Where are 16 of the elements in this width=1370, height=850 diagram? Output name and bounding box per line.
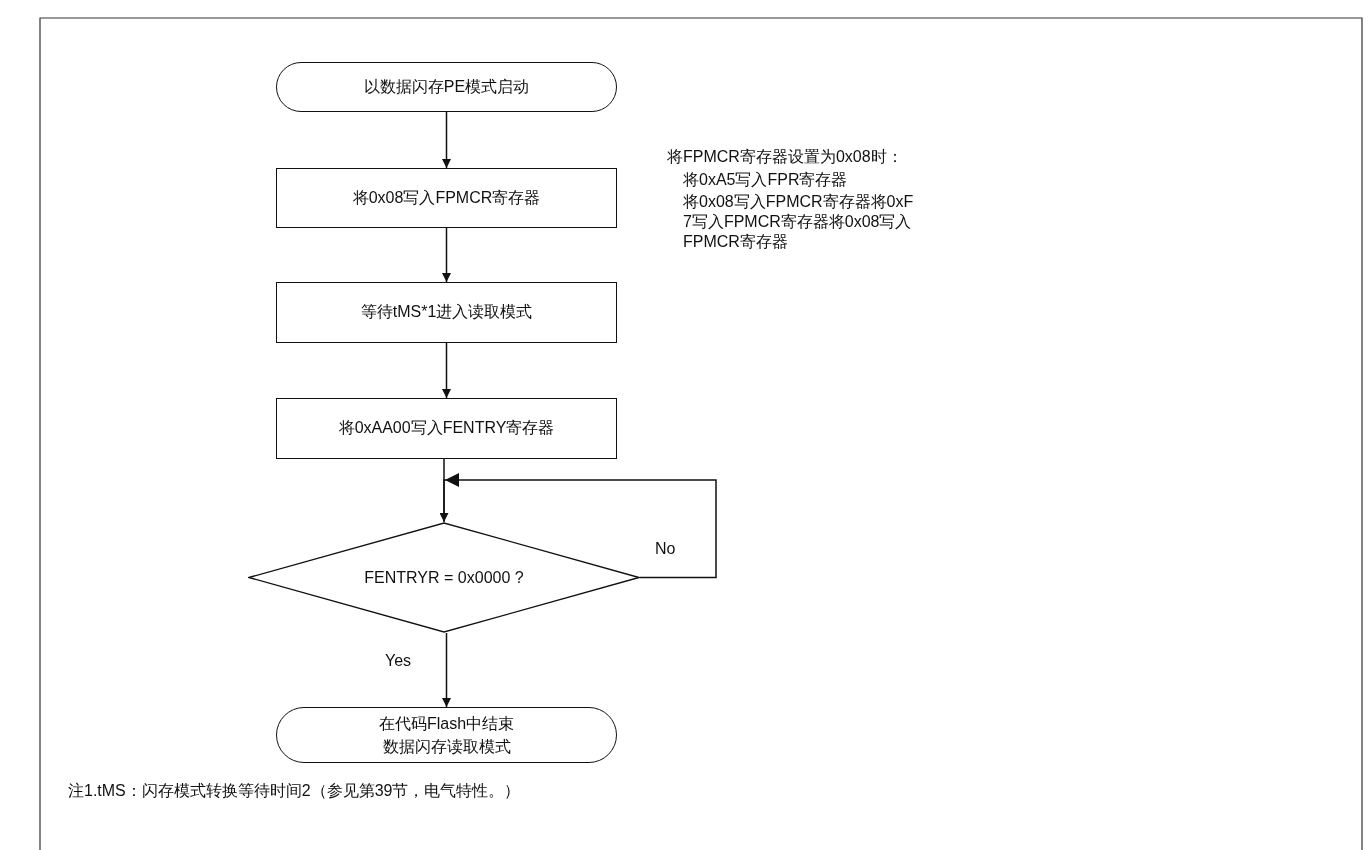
arrow	[442, 227, 451, 283]
process-box: 等待tMS*1进入读取模式	[276, 282, 617, 343]
arrow	[443, 473, 717, 579]
arrow	[442, 111, 451, 169]
note-text: 将FPMCR寄存器设置为0x08时：	[667, 147, 903, 167]
terminal-box: 在代码Flash中结束数据闪存读取模式	[276, 707, 617, 763]
process-box: 将0x08写入FPMCR寄存器	[276, 168, 617, 228]
note-text: 将0xA5写入FPR寄存器	[683, 170, 848, 190]
arrow	[439, 458, 449, 523]
decision-diamond: FENTRYR = 0x0000 ?	[248, 522, 640, 633]
terminal-box: 以数据闪存PE模式启动	[276, 62, 617, 112]
footnote: 注1.tMS：闪存模式转换等待时间2（参见第39节，电气特性。）	[68, 781, 521, 801]
arrow	[442, 342, 451, 399]
arrow	[442, 632, 451, 708]
process-box: 将0xAA00写入FENTRY寄存器	[276, 398, 617, 459]
note-text: 将0x08写入FPMCR寄存器将0xF7写入FPMCR寄存器将0x08写入FPMCR寄存器	[683, 192, 915, 252]
